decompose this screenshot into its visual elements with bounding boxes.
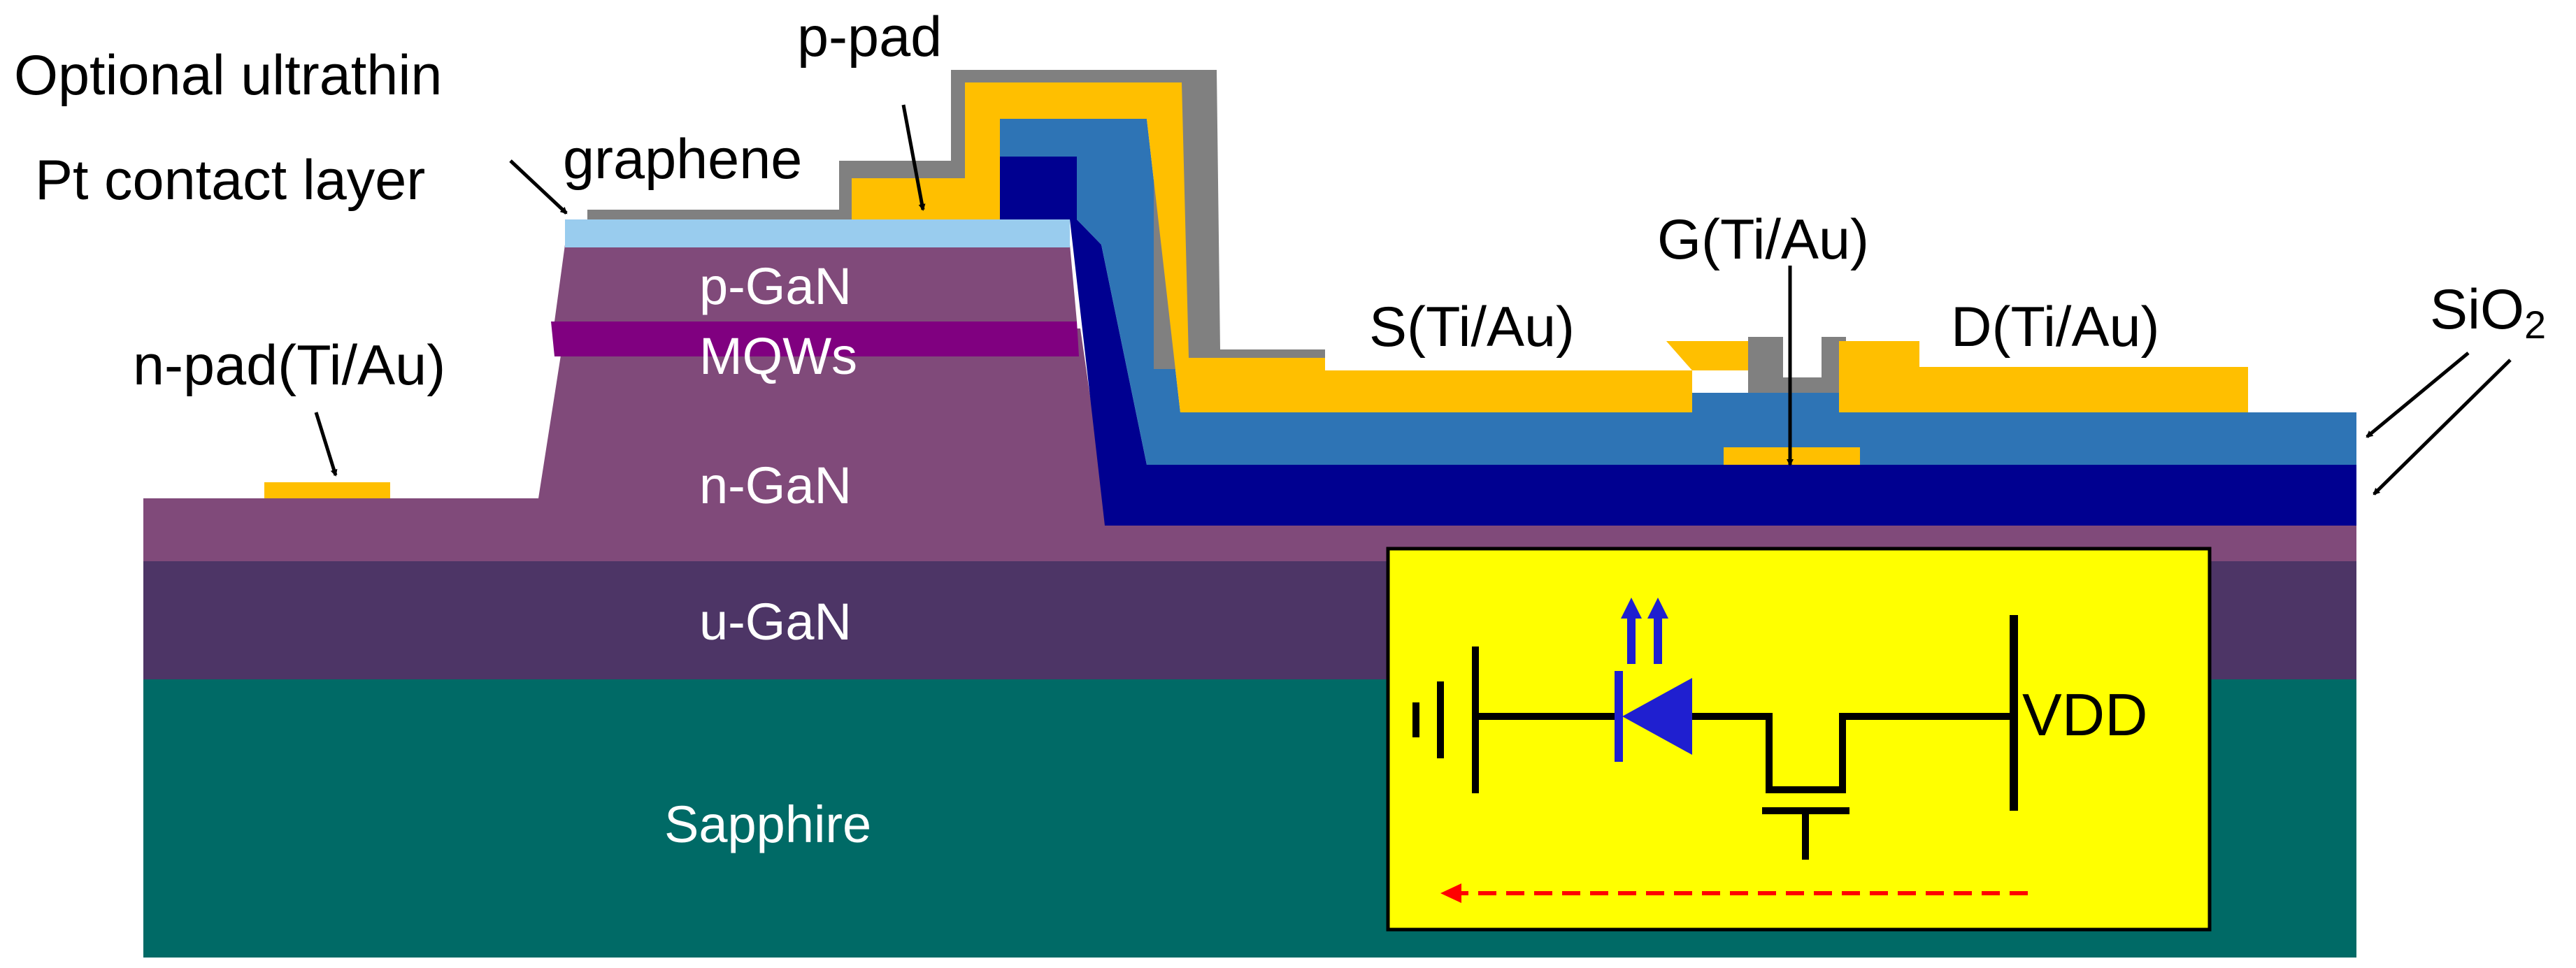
n-gan-mesa: [538, 328, 1105, 498]
sio2-arrow-lower: [2373, 359, 2512, 496]
current-flow-arrow: [1440, 883, 2028, 903]
sio2-dark-layer: [1000, 157, 2356, 526]
drain-metal: [1839, 341, 2248, 412]
circuit-inset-background: [1386, 547, 2212, 932]
graphene-label: graphene: [563, 128, 802, 191]
n-pad-metal: [264, 482, 390, 498]
mqws-layer: [551, 322, 1079, 356]
p-gan-label: p-GaN: [699, 257, 852, 315]
vdd-label: VDD: [2022, 682, 2147, 749]
pt-contact-layer-label: Pt contact layer: [35, 149, 425, 212]
source-label: S(Ti/Au): [1369, 296, 1575, 359]
pt-contact-arrow: [509, 159, 568, 215]
transistor-icon: [1762, 713, 1849, 860]
drain-label: D(Ti/Au): [1951, 296, 2160, 359]
sapphire-label: Sapphire: [664, 795, 871, 853]
p-gan-layer: [554, 245, 1077, 322]
sio2-arrow-upper: [2366, 352, 2470, 438]
optional-ultrathin-label: Optional ultrathin: [14, 44, 442, 107]
sio2-label: SiO2: [2430, 278, 2546, 347]
gate-graphene-contact: [1748, 337, 1846, 393]
p-pad-metal: [852, 82, 1692, 412]
p-pad-label: p-pad: [797, 6, 942, 68]
circuit-inset: VDD: [1386, 547, 2212, 932]
p-pad-arrow: [901, 104, 926, 211]
gate-label: G(Ti/Au): [1657, 208, 1869, 271]
n-pad-arrow: [314, 412, 338, 477]
source-metal: [1666, 341, 1748, 370]
light-emission-arrows-icon: [1621, 598, 1668, 664]
led-diode-icon: [1615, 671, 1692, 762]
n-pad-label: n-pad(Ti/Au): [133, 334, 445, 397]
u-gan-label: u-GaN: [699, 593, 852, 651]
mqws-label: MQWs: [699, 327, 857, 385]
n-gan-label: n-GaN: [699, 456, 852, 514]
sio2-blue-layer: [1000, 119, 2356, 465]
pt-contact-layer: [565, 219, 1070, 247]
